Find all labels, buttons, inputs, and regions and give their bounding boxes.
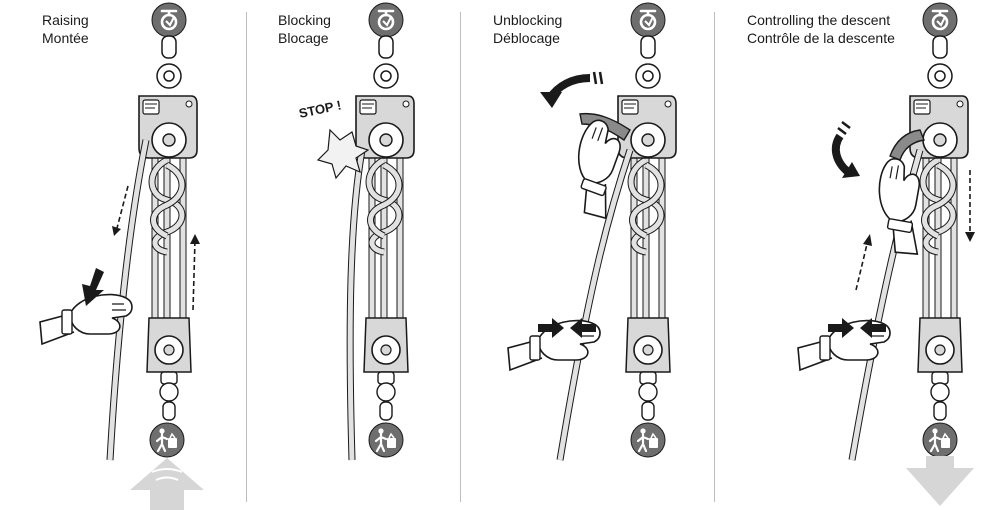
title-fr: Montée (42, 30, 89, 46)
motion-arrow-up (855, 239, 869, 291)
panel-blocking: STOP ! (298, 1, 414, 461)
motion-arrow-up (192, 239, 196, 311)
title-en: Raising (42, 12, 89, 28)
panel-divider (714, 12, 715, 502)
pull-arrow-icon (82, 268, 104, 306)
anchor-ring-icon (150, 1, 188, 39)
pulley-device (910, 36, 968, 420)
pulley-device (356, 36, 414, 420)
stop-callout: STOP ! (298, 97, 343, 121)
panel-title-unblocking: Unblocking Déblocage (493, 11, 562, 47)
person-with-load-icon (921, 421, 959, 459)
panel-title-raising: Raising Montée (42, 11, 89, 47)
arrow-down-icon (906, 456, 974, 506)
title-fr: Contrôle de la descente (747, 30, 895, 46)
pulley-device (618, 36, 676, 420)
panel-title-blocking: Blocking Blocage (278, 11, 331, 47)
panel-unblocking (507, 1, 676, 461)
anchor-ring-icon (921, 1, 959, 39)
panel-divider (460, 12, 461, 502)
title-en: Blocking (278, 12, 331, 28)
squeeze-arrow-left-icon (570, 318, 596, 338)
person-with-load-icon (148, 421, 186, 459)
person-with-load-icon (629, 421, 667, 459)
title-en: Controlling the descent (747, 12, 891, 28)
motion-arrow-down (115, 185, 129, 233)
arrow-up-icon (130, 458, 204, 510)
squeeze-arrow-left-icon (860, 318, 886, 338)
person-with-load-icon (367, 421, 405, 459)
title-fr: Blocage (278, 30, 329, 46)
anchor-ring-icon (367, 1, 405, 39)
title-fr: Déblocage (493, 30, 560, 46)
panel-divider (246, 12, 247, 502)
squeeze-arrow-right-icon (828, 318, 854, 338)
rotate-arrow-icon (831, 133, 851, 176)
squeeze-arrow-right-icon (538, 318, 564, 338)
panel-descent (797, 1, 975, 506)
anchor-ring-icon (629, 1, 667, 39)
panel-raising (39, 1, 204, 510)
title-en: Unblocking (493, 12, 563, 28)
stop-burst-icon (316, 128, 370, 180)
pulley-device (139, 36, 197, 420)
panel-title-descent: Controlling the descent Contrôle de la d… (747, 11, 895, 47)
